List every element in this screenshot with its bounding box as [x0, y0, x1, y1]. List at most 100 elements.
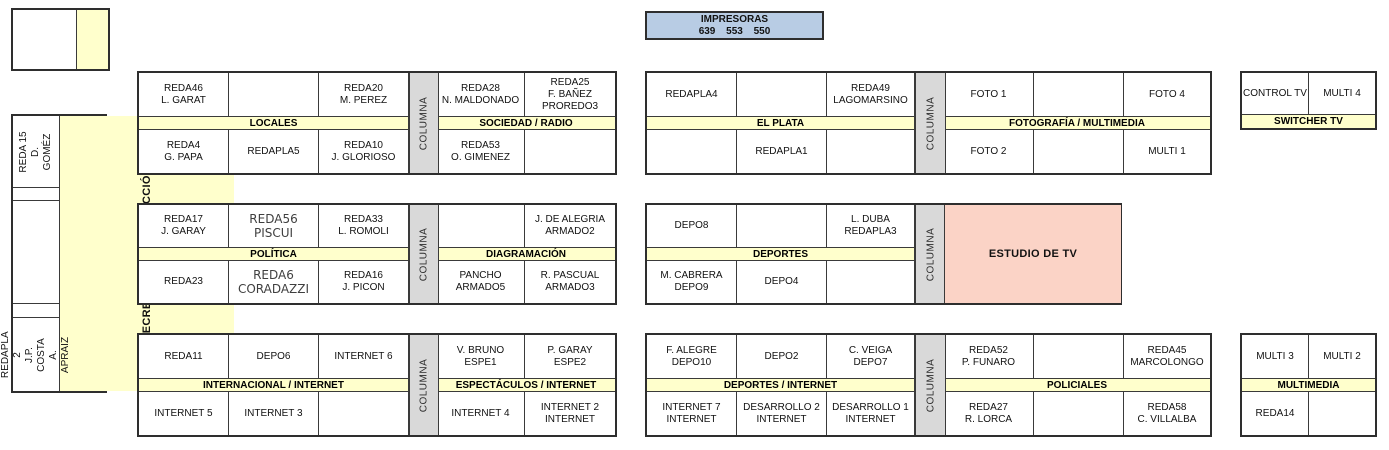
- corner-box-yellow-cell: [76, 10, 108, 69]
- header-row: POLÍTICA DIAGRAMACIÓN: [139, 248, 615, 261]
- desk-cell: [737, 73, 827, 116]
- desk-cell: [1034, 130, 1124, 173]
- header-row: SWITCHER TV: [1242, 115, 1375, 128]
- corner-box: [11, 8, 110, 71]
- desk-row-top: CONTROL TV MULTI 4: [1242, 73, 1375, 115]
- desk-cell: MULTI 4: [1323, 87, 1361, 99]
- secretaries-column: REDA 15 D. GOMÉZ REDAPLA 2 J.P. COSTA A.…: [0, 114, 234, 393]
- desk-cell: [1034, 73, 1124, 116]
- header-row: LOCALES SOCIEDAD / RADIO: [139, 117, 615, 130]
- desk-cell: REDA53 O. GIMENEZ: [437, 130, 525, 173]
- header-diagramacion: DIAGRAMACIÓN: [437, 248, 615, 260]
- desk-row-bottom: M. CABRERA DEPO9 DEPO4: [647, 261, 1120, 303]
- desk-cell: REDA28 N. MALDONADO: [437, 73, 525, 116]
- header-deportes: DEPORTES: [647, 248, 915, 260]
- desk-redapla2: REDAPLA 2 J.P. COSTA A. APRAIZ: [0, 318, 71, 391]
- column-label: COLUMNA: [418, 96, 430, 150]
- desk-row-bottom: REDAPLA1 FOTO 2 MULTI 1: [647, 130, 1210, 173]
- column-pillar: COLUMNA: [409, 335, 439, 435]
- desk-cell: C. VEIGA DEPO7: [827, 335, 915, 378]
- column-pillar: COLUMNA: [915, 335, 946, 435]
- desk-cell: REDA46 L. GARAT: [139, 73, 229, 116]
- desk-cell: [1309, 392, 1375, 435]
- column-label: COLUMNA: [418, 358, 430, 412]
- desk-cell: INTERNET 6: [319, 335, 409, 378]
- header-row: DEPORTES: [647, 248, 1120, 261]
- column-pillar: COLUMNA: [409, 205, 439, 303]
- desk-cell: INTERNET 7 INTERNET: [647, 392, 737, 435]
- desk-row-bottom: REDA23 REDA6 CORADAZZI REDA16 J. PICON P…: [139, 261, 615, 303]
- desk-cell: F. ALEGRE DEPO10: [647, 335, 737, 378]
- desk-cell: P. GARAY ESPE2: [547, 344, 593, 368]
- desk-cell: CONTROL TV: [1242, 73, 1309, 114]
- desk-cell: FOTO 2: [944, 130, 1034, 173]
- desk-cell: M. CABRERA DEPO9: [647, 261, 737, 303]
- header-fotografia-multimedia: FOTOGRAFÍA / MULTIMEDIA: [944, 117, 1210, 129]
- column-pillar: COLUMNA: [915, 73, 946, 173]
- desk-cell: DEPO8: [647, 205, 737, 247]
- desk-cell: [647, 130, 737, 173]
- desk-cell: [1034, 335, 1124, 378]
- column-label: COLUMNA: [925, 358, 937, 412]
- printer-title: IMPRESORAS: [700, 13, 769, 25]
- header-multimedia: MULTIMEDIA: [1242, 379, 1375, 391]
- header-row: DEPORTES / INTERNET POLICIALES: [647, 379, 1210, 392]
- desk-row-top: REDA11 DEPO6 INTERNET 6 V. BRUNO ESPE1 P…: [139, 335, 615, 379]
- desk-row-bottom: INTERNET 7 INTERNET DESARROLLO 2 INTERNE…: [647, 392, 1210, 435]
- header-espectaculos-internet: ESPECTÁCULOS / INTERNET: [437, 379, 615, 391]
- tv-studio-area: ESTUDIO DE TV: [944, 205, 1121, 303]
- desk-reda15: REDA 15 D. GOMÉZ: [13, 116, 60, 188]
- column-label: COLUMNA: [925, 227, 937, 281]
- desk-row-top: DEPO8 L. DUBA REDAPLA3: [647, 205, 1120, 248]
- desk-row-bottom: REDA14: [1242, 392, 1375, 435]
- desk-cell: [229, 73, 319, 116]
- desk-cell: J. DE ALEGRIA ARMADO2: [534, 214, 606, 237]
- desk-cell: DEPO6: [229, 335, 319, 378]
- desk-cell: REDA16 J. PICON: [319, 261, 409, 303]
- desk-cell: DEPO4: [737, 261, 827, 303]
- spacer-cell: [13, 188, 60, 201]
- desk-cell: [737, 205, 827, 247]
- desk-cell: [319, 392, 409, 435]
- header-politica: POLÍTICA: [139, 248, 409, 260]
- desk-cell: [827, 130, 915, 173]
- cluster-deportesinternet-policiales: F. ALEGRE DEPO10 DEPO2 C. VEIGA DEPO7 RE…: [645, 333, 1212, 437]
- desk-cell: REDA14: [1242, 392, 1309, 435]
- printer-numbers: 639 553 550: [698, 25, 771, 37]
- desk-cell: REDA4 G. PAPA: [139, 130, 229, 173]
- desk-cell: L. DUBA REDAPLA3: [827, 205, 915, 247]
- column-label: COLUMNA: [418, 227, 430, 281]
- desk-cell: REDA20 M. PEREZ: [319, 73, 409, 116]
- desk-cell: R. PASCUAL ARMADO3: [540, 270, 600, 293]
- desk-cell: REDA58 C. VILLALBA: [1137, 401, 1197, 425]
- header-policiales: POLICIALES: [944, 379, 1210, 391]
- desk-cell: INTERNET 5: [139, 392, 229, 435]
- desk-row-bottom: REDA4 G. PAPA REDAPLA5 REDA10 J. GLORIOS…: [139, 130, 615, 173]
- spacer-cell: [13, 304, 60, 318]
- header-row: INTERNACIONAL / INTERNET ESPECTÁCULOS / …: [139, 379, 615, 392]
- desk-cell: DESARROLLO 2 INTERNET: [737, 392, 827, 435]
- desk-cell: V. BRUNO ESPE1: [437, 335, 525, 378]
- desk-cell: REDA17 J. GARAY: [139, 205, 229, 247]
- header-switcher-tv: SWITCHER TV: [1242, 115, 1375, 128]
- desk-cell: REDAPLA5: [229, 130, 319, 173]
- column-pillar: COLUMNA: [409, 73, 439, 173]
- desk-cell: INTERNET 2 INTERNET: [540, 401, 600, 425]
- desk-cell: PANCHO ARMADO5: [437, 261, 525, 303]
- desk-cell: MULTI 2: [1323, 350, 1361, 362]
- header-deportes-internet: DEPORTES / INTERNET: [647, 379, 915, 391]
- desk-cell: [437, 205, 525, 247]
- desk-cell: FOTO 4: [1149, 88, 1185, 100]
- header-sociedad-radio: SOCIEDAD / RADIO: [437, 117, 615, 129]
- cluster-switcher-tv: CONTROL TV MULTI 4 SWITCHER TV: [1240, 71, 1377, 130]
- desk-cell: REDAPLA1: [737, 130, 827, 173]
- desk-row-top: REDA46 L. GARAT REDA20 M. PEREZ REDA28 N…: [139, 73, 615, 117]
- header-internacional-internet: INTERNACIONAL / INTERNET: [139, 379, 409, 391]
- cluster-locales-sociedad: REDA46 L. GARAT REDA20 M. PEREZ REDA28 N…: [137, 71, 617, 175]
- desk-cell: DESARROLLO 1 INTERNET: [827, 392, 915, 435]
- column-label: COLUMNA: [925, 96, 937, 150]
- secretaries-desk-stack: REDA 15 D. GOMÉZ REDAPLA 2 J.P. COSTA A.…: [0, 116, 71, 391]
- desk-cell: REDA49 LAGOMARSINO: [827, 73, 915, 116]
- desk-row-top: REDA17 J. GARAY REDA56 PISCUI REDA33 L. …: [139, 205, 615, 248]
